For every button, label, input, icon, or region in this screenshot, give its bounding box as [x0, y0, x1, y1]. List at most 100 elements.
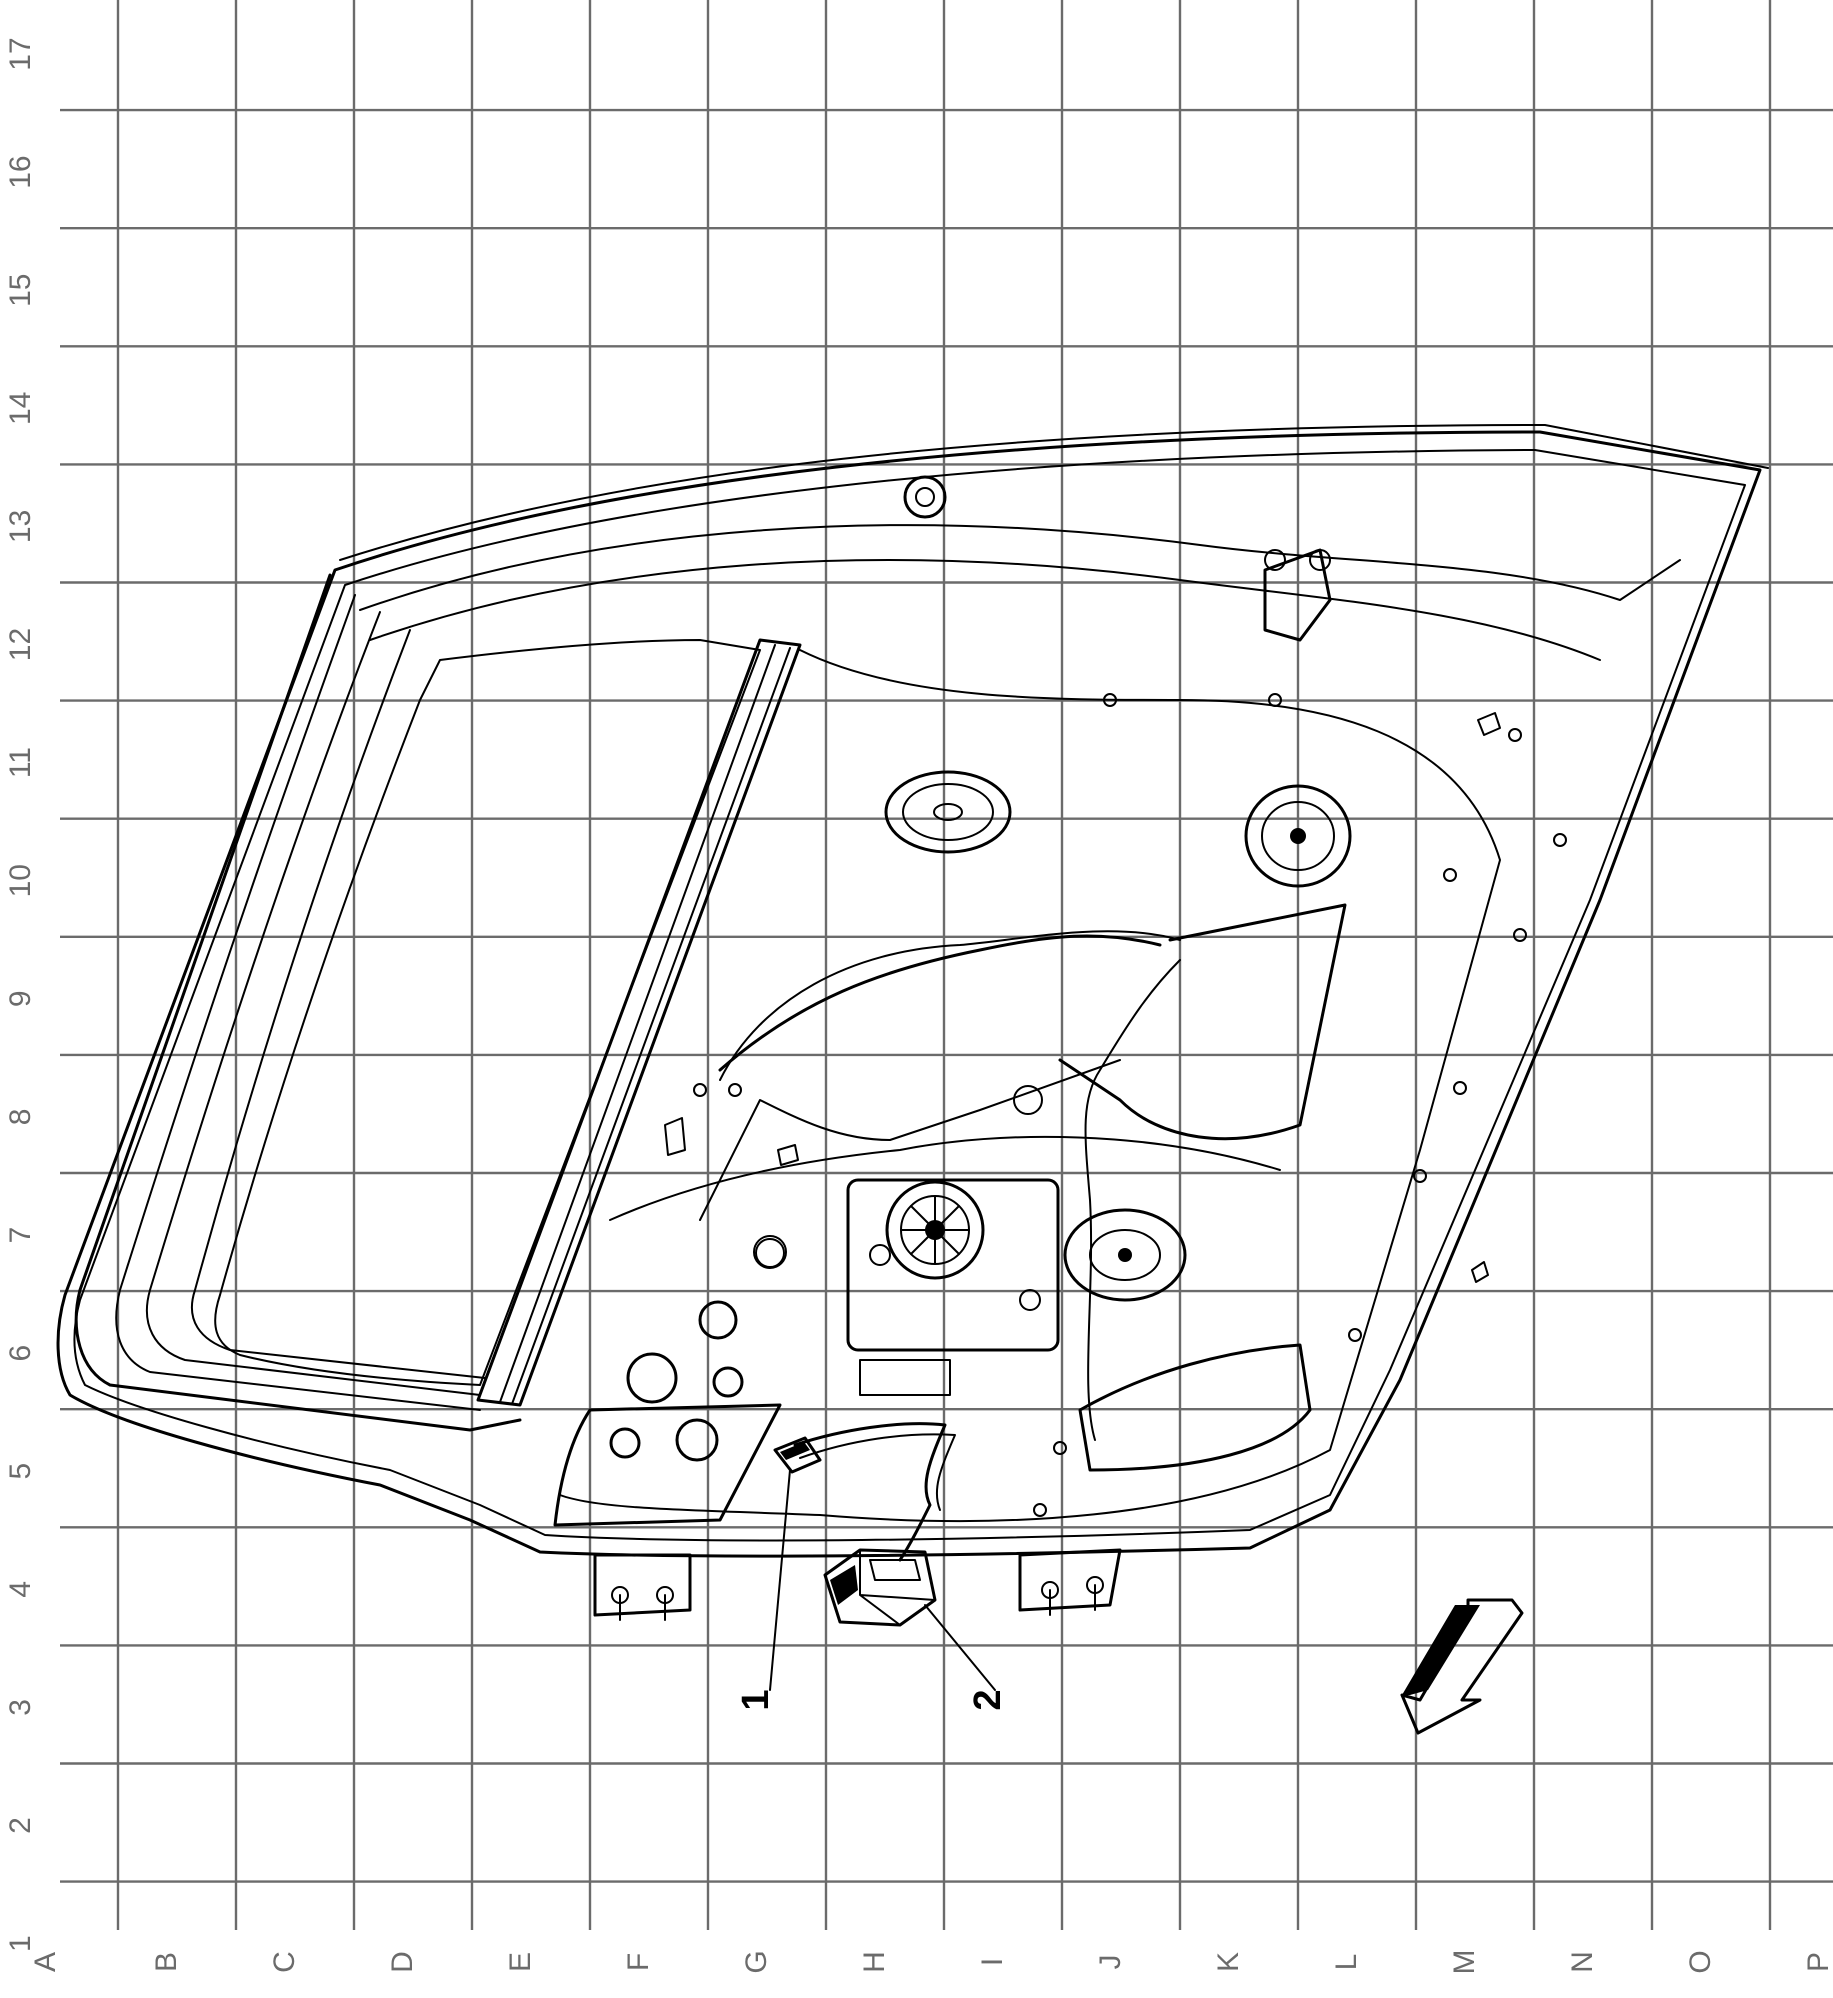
hinge-bolt-2	[1309, 549, 1331, 571]
column-label: G	[740, 1950, 773, 1973]
lower-left-bracket	[553, 1403, 782, 1527]
callout-1: 1	[735, 1689, 777, 1710]
speaker-center	[933, 803, 963, 821]
arrow-shade	[1402, 1605, 1480, 1695]
column-label: C	[268, 1951, 301, 1973]
column-label: J	[1094, 1955, 1127, 1970]
door-assembly-drawing	[56, 424, 1769, 1691]
speaker-mount-lower	[1063, 1208, 1187, 1302]
detail-hole-g	[1453, 1081, 1467, 1095]
column-label: A	[29, 1952, 62, 1972]
beltline-strip-lower	[359, 524, 1681, 611]
access-hole-7	[755, 1238, 785, 1268]
row-label: 13	[4, 510, 37, 543]
detail-hole-c	[1508, 728, 1522, 742]
wire-harness-2	[799, 1433, 956, 1511]
beltline-strip-lower-2	[369, 559, 1601, 661]
row-label: 7	[4, 1227, 37, 1244]
module-edges	[859, 1549, 936, 1626]
vent-deflector	[1078, 1343, 1312, 1472]
detail-hole-d	[1553, 833, 1567, 847]
bracket-left-bolts	[619, 1594, 666, 1621]
column-label: K	[1212, 1952, 1245, 1972]
access-hole-2	[626, 1352, 678, 1404]
regulator-rail-left	[718, 934, 1162, 1072]
inner-panel-outline	[559, 649, 1501, 1523]
detail-square-a	[1477, 712, 1501, 736]
motor-gear-spokes	[900, 1195, 970, 1265]
detail-hole-b	[1268, 693, 1282, 707]
regulator-rail-right	[1058, 903, 1347, 1141]
top-grommet-outer	[903, 475, 947, 519]
access-hole-5	[675, 1418, 719, 1462]
column-label: L	[1330, 1954, 1363, 1971]
access-hole-3	[712, 1366, 744, 1398]
grid	[60, 0, 1833, 1930]
bracket-right-bolts	[1049, 1584, 1096, 1616]
bracket-right-bolt-head	[1041, 1581, 1059, 1599]
glass-run-channel-inner	[499, 644, 776, 1403]
callout-1-leader	[769, 1469, 791, 1691]
column-label: N	[1566, 1951, 1599, 1973]
column-label: E	[504, 1952, 537, 1972]
column-label: I	[976, 1958, 1009, 1966]
connector-body	[773, 1436, 822, 1474]
connector-face	[780, 1442, 810, 1460]
front-direction-arrow	[1400, 1598, 1524, 1735]
window-frame-mid-1	[115, 594, 481, 1411]
hinge-body	[1263, 548, 1332, 642]
row-label: 17	[4, 37, 37, 70]
window-regulator-motor	[846, 1178, 1060, 1396]
row-label: 1	[4, 1935, 37, 1952]
window-frame-mid-2	[145, 611, 481, 1396]
access-hole-6	[1013, 1085, 1043, 1115]
module-shade	[830, 1565, 858, 1605]
glass-run-channel-inner-2	[511, 647, 791, 1405]
regulator-cable-2	[719, 930, 1181, 1081]
detail-hole-k	[1033, 1503, 1047, 1517]
window-opening-outline	[214, 639, 761, 1386]
row-label: 6	[4, 1345, 37, 1362]
bracket-right-bolt-head-2	[1086, 1576, 1104, 1594]
speaker-center-3	[1118, 1248, 1132, 1262]
detail-hole-l	[693, 1083, 707, 1097]
glass-run-channel	[476, 638, 802, 1407]
speaker-ring-outer	[884, 770, 1012, 854]
regulator-cable	[1084, 959, 1181, 1441]
beltline-strip	[339, 424, 1769, 561]
lower-mount-bracket-right	[1018, 1548, 1122, 1616]
callout-2-leader	[924, 1604, 996, 1691]
callout-2: 2	[967, 1689, 1009, 1710]
detail-hole-j	[1053, 1441, 1067, 1455]
window-frame-outer	[74, 573, 522, 1432]
row-label: 11	[4, 747, 37, 778]
row-label: 15	[4, 274, 37, 307]
hinge-bolt	[1264, 549, 1286, 571]
row-label: 12	[4, 628, 37, 661]
lower-cross-member	[609, 1135, 1281, 1221]
bracket-right-plate	[1018, 1548, 1122, 1612]
speaker-mount-upper	[884, 770, 1012, 854]
part-1-connector	[773, 1436, 822, 1474]
detail-square-c	[777, 1144, 799, 1166]
row-label: 8	[4, 1109, 37, 1126]
window-frame-mid-3	[190, 629, 486, 1379]
access-hole-1	[698, 1300, 738, 1340]
column-label: P	[1802, 1952, 1833, 1972]
detail-square-b	[1471, 1261, 1489, 1283]
detail-hole-e	[1443, 868, 1457, 882]
motor-lower-bracket	[859, 1359, 951, 1396]
bracket-left-bolt-head	[611, 1586, 629, 1604]
module-top-detail	[869, 1559, 921, 1581]
speaker-ring-outer-2	[1244, 784, 1352, 888]
column-label: B	[150, 1952, 183, 1972]
motor-fastener	[1019, 1289, 1041, 1311]
access-hole-4	[609, 1427, 641, 1459]
column-label: D	[386, 1951, 419, 1973]
row-label: 5	[4, 1463, 37, 1480]
column-label: O	[1684, 1950, 1717, 1973]
